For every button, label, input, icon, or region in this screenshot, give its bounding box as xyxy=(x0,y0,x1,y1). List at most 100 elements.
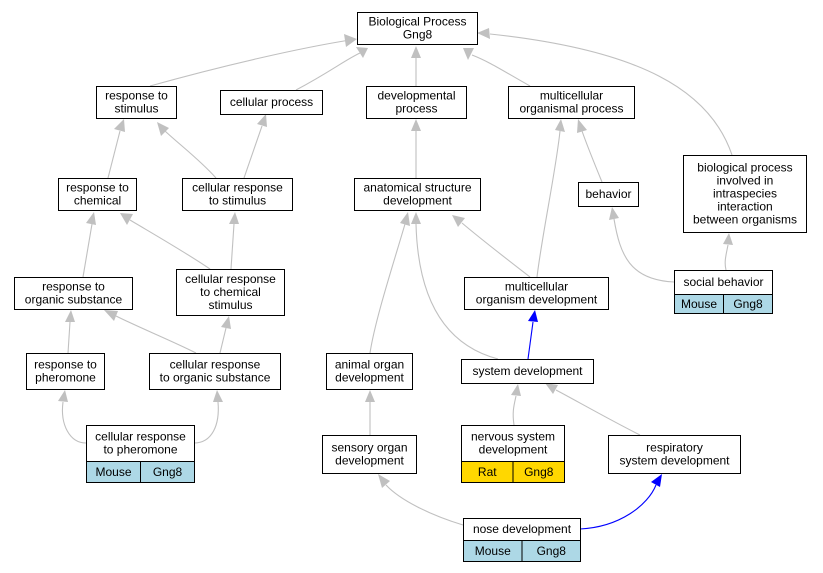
node-label-line: nose development xyxy=(473,522,572,536)
node-box xyxy=(220,90,323,115)
node-label-line: pheromone xyxy=(35,371,96,385)
node-label-line: response to xyxy=(34,358,97,372)
node-label-line: process xyxy=(395,102,437,116)
species-label: Mouse xyxy=(95,465,131,479)
node-cell-proc[interactable]: cellular process xyxy=(220,90,323,115)
edge-line xyxy=(115,315,197,354)
node-box xyxy=(461,359,594,384)
node-label-line: involved in xyxy=(717,174,774,188)
node-label-line: intraspecies xyxy=(713,187,777,201)
edge-line xyxy=(527,321,534,360)
edge-arrowhead xyxy=(555,119,565,132)
node-box xyxy=(176,269,285,316)
edge-arrowhead xyxy=(511,384,521,396)
edge-cell_resp_org-to-cell_resp_chem xyxy=(219,316,231,354)
node-label-line: anatomical structure xyxy=(363,181,471,195)
edge-line xyxy=(489,33,733,156)
edge-arrowhead xyxy=(651,474,662,487)
node-box xyxy=(508,86,635,119)
edge-arrowhead xyxy=(452,215,465,227)
gene-label: Gng8 xyxy=(537,544,567,558)
node-box xyxy=(354,178,481,211)
edge-arrowhead xyxy=(378,474,390,488)
edge-cell_proc-to-bp xyxy=(295,47,368,91)
edge-line xyxy=(61,401,87,444)
node-box xyxy=(326,353,413,390)
edge-resp_chem-to-resp_stim xyxy=(107,119,125,179)
node-label-line: Biological Process xyxy=(368,15,466,29)
edge-resp_sys-to-sys_dev xyxy=(545,383,641,436)
edge-dev_proc-to-bp xyxy=(411,46,421,86)
edge-cell_resp_stim-to-cell_proc xyxy=(243,114,267,179)
edge-cell_resp_stim-to-resp_stim xyxy=(157,122,217,179)
gene-cell xyxy=(512,461,565,483)
node-box xyxy=(366,86,467,119)
node-label-line: interaction xyxy=(717,200,772,214)
node-label-line: between organisms xyxy=(693,213,797,227)
node-label-line: Gng8 xyxy=(403,28,433,42)
node-label-line: development xyxy=(335,454,404,468)
edge-line xyxy=(581,130,603,183)
edge-arrowhead xyxy=(344,34,357,47)
gene-cell xyxy=(140,461,195,483)
node-sys-dev[interactable]: system development xyxy=(461,359,594,384)
node-box xyxy=(96,86,177,119)
edge-line xyxy=(67,321,71,354)
edge-arrowhead xyxy=(365,390,375,402)
edge-line xyxy=(129,219,211,270)
node-label-line: biological process xyxy=(697,161,792,175)
edge-cell_resp_pher-to-resp_pher xyxy=(58,390,87,444)
gene-cell xyxy=(521,540,581,562)
edge-line xyxy=(579,484,657,530)
gene-label: Gng8 xyxy=(524,465,554,479)
node-label-line: system development xyxy=(619,454,730,468)
edge-line xyxy=(471,54,531,87)
node-label-line: response to xyxy=(66,181,129,195)
node-box xyxy=(149,353,281,390)
edge-arrowhead xyxy=(229,212,239,224)
node-box xyxy=(464,277,609,310)
edge-arrowhead xyxy=(58,390,68,402)
node-label-line: cellular response xyxy=(192,181,283,195)
edge-line xyxy=(369,223,406,354)
node-label-line: to pheromone xyxy=(103,443,177,457)
node-label-line: behavior xyxy=(585,187,631,201)
edge-arrowhead xyxy=(356,47,368,58)
edge-line xyxy=(415,223,499,360)
edge-line xyxy=(219,327,227,354)
edge-social-to-bp_intra xyxy=(723,233,733,271)
node-behavior[interactable]: behavior xyxy=(578,182,639,207)
node-box xyxy=(357,12,478,45)
node-label-line: organic substance xyxy=(25,293,123,307)
edge-line xyxy=(193,401,219,444)
edge-arrowhead xyxy=(411,119,421,131)
edge-arrowhead xyxy=(477,28,490,39)
node-box xyxy=(86,425,195,462)
edge-social-to-behavior xyxy=(609,207,675,283)
edge-line xyxy=(230,223,235,270)
edge-sensory-to-animal_organ xyxy=(365,390,375,435)
